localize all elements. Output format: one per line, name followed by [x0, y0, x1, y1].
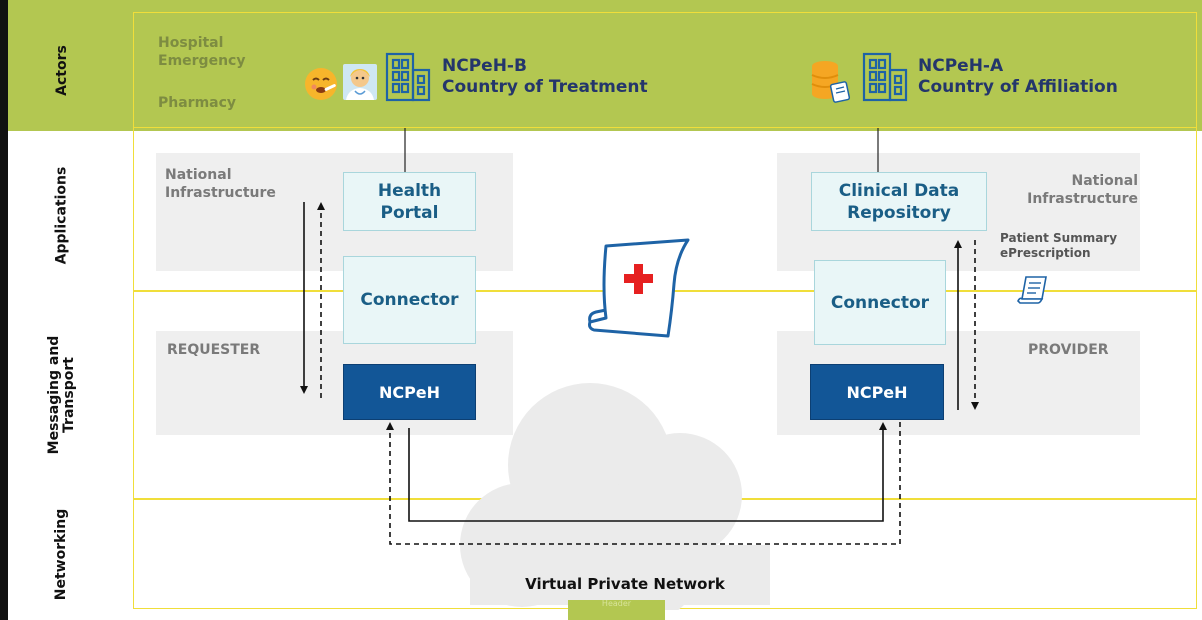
- medical-document-icon: [588, 238, 690, 338]
- actors-band: [8, 0, 1202, 131]
- ncpeh-b-title: NCPeH-B: [442, 56, 527, 76]
- database-icon: [811, 61, 851, 103]
- right-ncpeh-box[interactable]: NCPeH: [810, 364, 944, 420]
- header-tab-label: Header: [601, 599, 632, 608]
- requester-label: REQUESTER: [167, 342, 261, 358]
- sick-face-icon: [305, 68, 337, 100]
- ncpeh-b-subtitle: Country of Treatment: [442, 77, 648, 97]
- patient-summary-label: Patient Summary: [1000, 231, 1118, 245]
- header-tab[interactable]: Header: [568, 599, 665, 620]
- cloud-shape: [460, 383, 770, 610]
- right-connector-box[interactable]: Connector: [814, 260, 946, 345]
- building-icon: [862, 52, 908, 102]
- left-connector-box[interactable]: Connector: [343, 256, 476, 344]
- building-icon: [385, 52, 431, 102]
- actors-lane-border: [133, 12, 1197, 128]
- eprescription-label: ePrescription: [1000, 246, 1091, 260]
- pharmacy-label: Pharmacy: [158, 95, 237, 111]
- left-ncpeh-box[interactable]: NCPeH: [343, 364, 476, 420]
- doctor-icon: [343, 64, 377, 100]
- left-frame-edge: [0, 0, 8, 620]
- vpn-label: Virtual Private Network: [525, 575, 725, 593]
- ncpeh-a-title: NCPeH-A: [918, 56, 1004, 76]
- provider-label: PROVIDER: [1028, 342, 1109, 358]
- document-icon: [1017, 276, 1047, 304]
- ncpeh-a-subtitle: Country of Affiliation: [918, 77, 1118, 97]
